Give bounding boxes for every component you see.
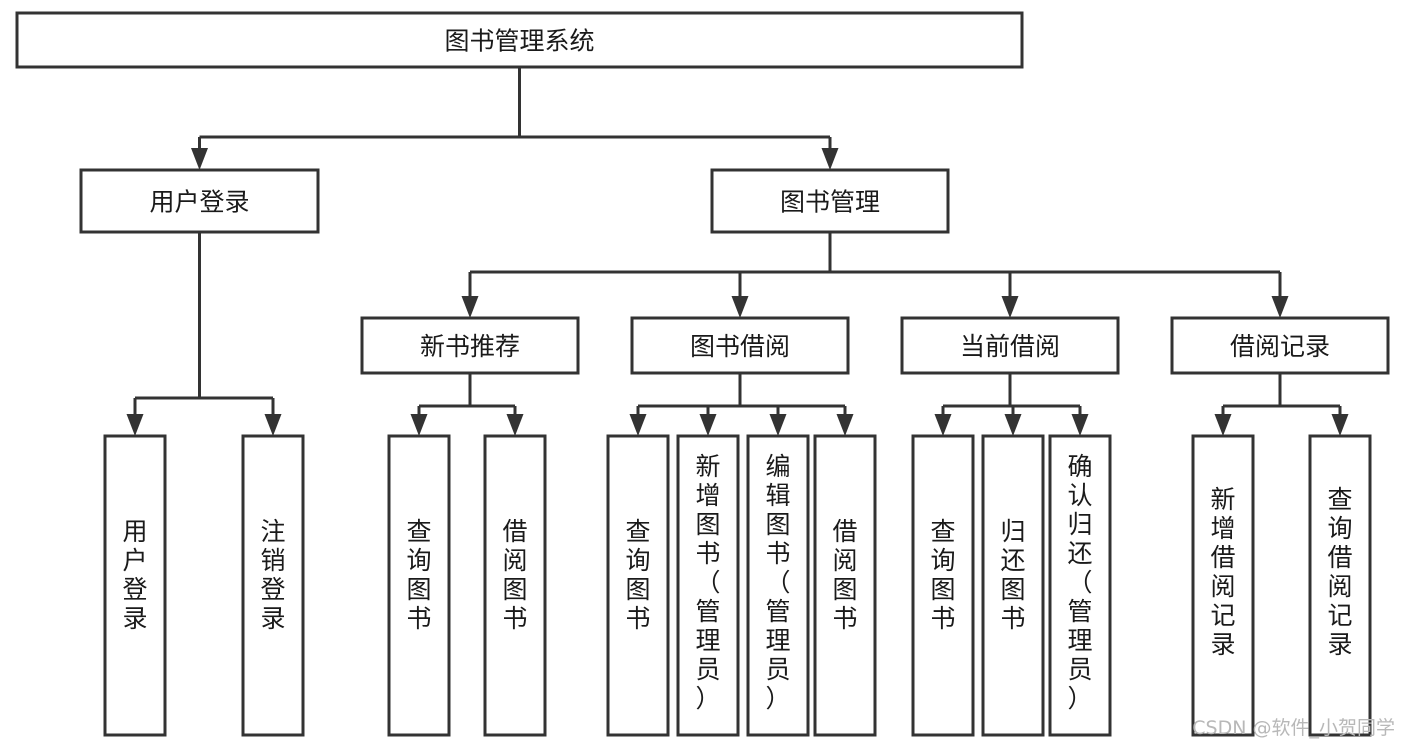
node-box [606, 434, 670, 737]
node-root[interactable]: 图书管理系统 [15, 11, 1024, 69]
node-leaf-cur-query[interactable]: 查询图书 [911, 434, 975, 737]
node-box [1191, 434, 1255, 737]
node-bookmgmt[interactable]: 图书管理 [710, 168, 950, 234]
node-label: 图书管理系统 [444, 27, 594, 56]
node-leaf-user-logout[interactable]: 注销登录 [241, 434, 305, 737]
connector-layer [126, 67, 1349, 436]
node-label: 确认归还（管理员） [1067, 452, 1092, 713]
node-box [900, 316, 1120, 375]
node-label: 借阅记录 [1230, 332, 1330, 361]
arrow-head [191, 148, 208, 170]
node-leaf-cur-confirm[interactable]: 确认归还（管理员） [1048, 434, 1112, 737]
node-leaf-user-login[interactable]: 用户登录 [103, 434, 167, 737]
node-leaf-bk-add[interactable]: 新增图书（管理员） [676, 434, 740, 737]
node-box [15, 11, 1024, 69]
node-label: 查询图书 [625, 517, 650, 633]
node-label: 借阅图书 [502, 517, 527, 633]
node-label: 归还图书 [1000, 517, 1025, 633]
node-label: 新增借阅记录 [1210, 485, 1235, 659]
node-label: 图书管理 [780, 188, 880, 217]
node-label: 借阅图书 [832, 517, 857, 633]
node-layer: 图书管理系统用户登录图书管理新书推荐图书借阅当前借阅借阅记录用户登录注销登录查询… [15, 11, 1390, 737]
node-label: 新增图书（管理员） [695, 452, 720, 713]
node-newbook[interactable]: 新书推荐 [360, 316, 580, 375]
node-box [79, 168, 320, 234]
arrow-head [1004, 414, 1022, 436]
arrow-head [1001, 296, 1019, 318]
node-box [360, 316, 580, 375]
node-box [483, 434, 547, 737]
arrow-head [836, 414, 854, 436]
node-leaf-cur-return[interactable]: 归还图书 [981, 434, 1045, 737]
arrow-head [1331, 414, 1349, 436]
arrow-head [769, 414, 787, 436]
node-label: 查询借阅记录 [1327, 485, 1352, 659]
node-leaf-rec-add[interactable]: 新增借阅记录 [1191, 434, 1255, 737]
node-records[interactable]: 借阅记录 [1170, 316, 1390, 375]
arrow-head [1071, 414, 1089, 436]
node-box [387, 434, 451, 737]
arrow-head [410, 414, 428, 436]
arrow-head [264, 414, 282, 436]
node-leaf-bk-edit[interactable]: 编辑图书（管理员） [746, 434, 810, 737]
node-label: 查询图书 [406, 517, 431, 633]
node-box [813, 434, 877, 737]
arrow-head [461, 296, 479, 318]
node-leaf-bk-query[interactable]: 查询图书 [606, 434, 670, 737]
node-box [1170, 316, 1390, 375]
node-leaf-nb-borrow[interactable]: 借阅图书 [483, 434, 547, 737]
node-label: 图书借阅 [690, 332, 790, 361]
node-borrow[interactable]: 图书借阅 [630, 316, 850, 375]
arrow-head [126, 414, 144, 436]
node-label: 新书推荐 [420, 332, 520, 361]
arrow-head [1271, 296, 1289, 318]
node-box [630, 316, 850, 375]
node-box [676, 434, 740, 737]
node-box [981, 434, 1045, 737]
arrow-head [1214, 414, 1232, 436]
arrow-head [506, 414, 524, 436]
node-label: 当前借阅 [960, 332, 1060, 361]
arrow-head [821, 148, 839, 170]
node-box [241, 434, 305, 737]
node-current[interactable]: 当前借阅 [900, 316, 1120, 375]
node-label: 注销登录 [260, 517, 285, 633]
node-box [911, 434, 975, 737]
arrow-head [699, 414, 717, 436]
node-box [1048, 434, 1112, 737]
node-box [1308, 434, 1372, 737]
node-leaf-rec-query[interactable]: 查询借阅记录 [1308, 434, 1372, 737]
node-label: 编辑图书（管理员） [765, 452, 790, 713]
node-leaf-bk-borrow[interactable]: 借阅图书 [813, 434, 877, 737]
node-box [103, 434, 167, 737]
arrow-head [731, 296, 749, 318]
node-label: 查询图书 [930, 517, 955, 633]
arrow-head [934, 414, 952, 436]
node-label: 用户登录 [122, 517, 147, 633]
node-login[interactable]: 用户登录 [79, 168, 320, 234]
node-leaf-nb-query[interactable]: 查询图书 [387, 434, 451, 737]
node-box [746, 434, 810, 737]
node-box [710, 168, 950, 234]
csdn-watermark: CSDN @软件_小贺同学 [1192, 717, 1395, 739]
node-label: 用户登录 [149, 188, 249, 217]
arrow-head [629, 414, 647, 436]
